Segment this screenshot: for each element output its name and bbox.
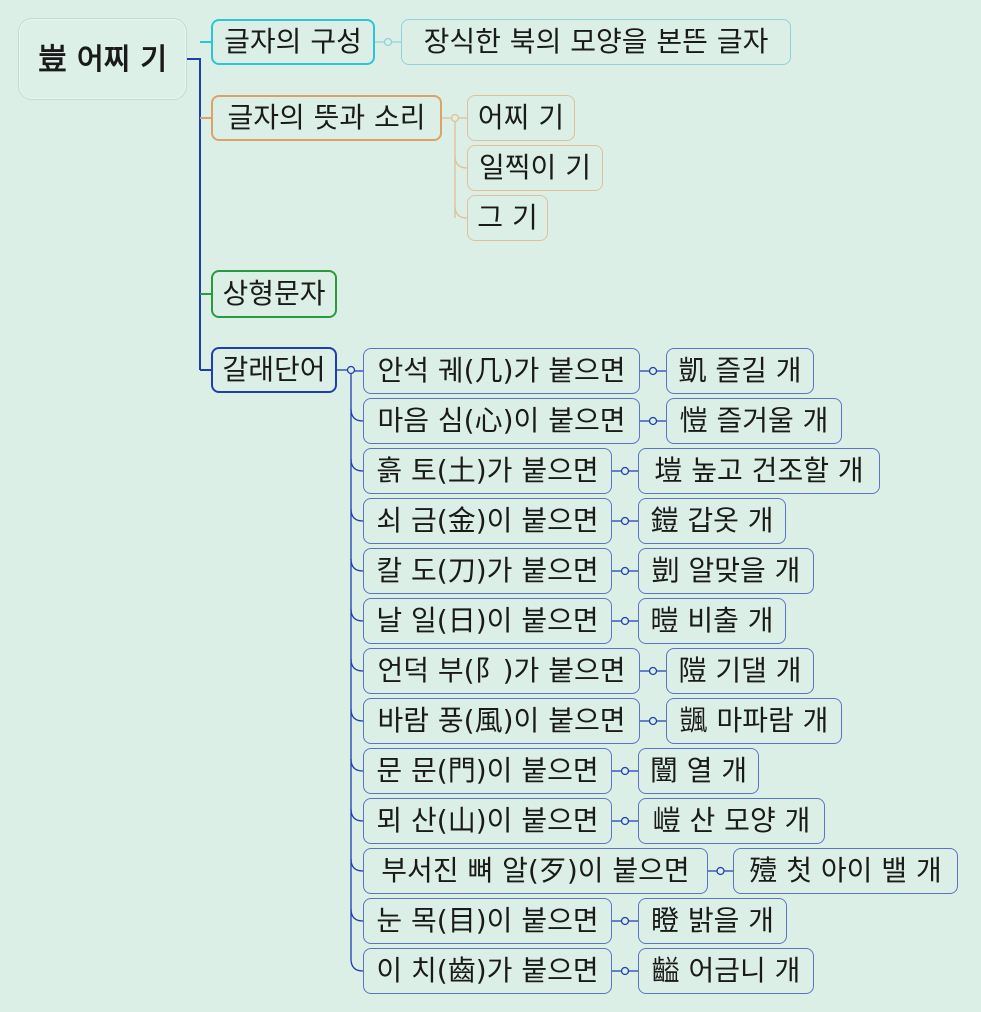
branch-structure[interactable]: 글자의 구성 xyxy=(211,19,375,65)
derived-character[interactable]: 颽 마파람 개 xyxy=(666,698,842,744)
radical-condition[interactable]: 문 문(門)이 붙으면 xyxy=(363,748,612,794)
radical-link xyxy=(350,708,364,722)
radical-condition[interactable]: 안석 궤(几)가 붙으면 xyxy=(363,348,640,394)
branch-type[interactable]: 상형문자 xyxy=(211,270,337,318)
word-link-dot xyxy=(620,516,630,526)
branch-meaning[interactable]: 글자의 뜻과 소리 xyxy=(211,95,442,141)
word-link-dot xyxy=(620,616,630,626)
radical-link xyxy=(350,458,364,472)
word-link-dot xyxy=(620,766,630,776)
radical-link xyxy=(350,558,364,572)
radical-link xyxy=(350,658,364,672)
derived-character[interactable]: 剴 알맞을 개 xyxy=(638,548,814,594)
word-link-dot xyxy=(620,816,630,826)
radical-condition[interactable]: 언덕 부(阝)가 붙으면 xyxy=(363,648,640,694)
radical-link xyxy=(350,408,364,422)
structure-description[interactable]: 장식한 북의 모양을 본뜬 글자 xyxy=(401,19,791,65)
derived-character[interactable]: 齸 어금니 개 xyxy=(638,948,814,994)
derived-character[interactable]: 鎧 갑옷 개 xyxy=(638,498,786,544)
word-link-dot xyxy=(648,716,658,726)
meaning-item[interactable]: 어찌 기 xyxy=(467,95,575,141)
radical-condition[interactable]: 바람 풍(風)이 붙으면 xyxy=(363,698,640,744)
derived-character[interactable]: 塏 높고 건조할 개 xyxy=(638,448,880,494)
radical-link xyxy=(350,808,364,822)
radical-link xyxy=(350,908,364,922)
derived-character[interactable]: 嵦 산 모양 개 xyxy=(638,798,825,844)
meaning-child-link xyxy=(454,205,468,219)
radical-condition[interactable]: 눈 목(目)이 붙으면 xyxy=(363,898,612,944)
radical-condition[interactable]: 부서진 뼈 알(歹)이 붙으면 xyxy=(363,848,708,894)
derived-character[interactable]: 愷 즐거울 개 xyxy=(666,398,842,444)
word-link-dot xyxy=(648,366,658,376)
root-node[interactable]: 豈 어찌 기 xyxy=(18,18,187,100)
meaning-child-link xyxy=(454,155,468,169)
radical-condition[interactable]: 이 치(齒)가 붙으면 xyxy=(363,948,612,994)
derived-character[interactable]: 瞪 밝을 개 xyxy=(638,898,787,944)
meaning-item[interactable]: 일찍이 기 xyxy=(467,145,603,191)
branch-derived[interactable]: 갈래단어 xyxy=(211,347,337,393)
word-link-dot xyxy=(620,566,630,576)
word-link-dot xyxy=(648,416,658,426)
derived-character[interactable]: 闓 열 개 xyxy=(638,748,759,794)
radical-condition[interactable]: 뫼 산(山)이 붙으면 xyxy=(363,798,612,844)
derived-dot xyxy=(346,365,356,375)
word-link-dot xyxy=(716,866,725,876)
derived-character[interactable]: 暟 비출 개 xyxy=(638,598,786,644)
meaning-item[interactable]: 그 기 xyxy=(467,195,548,241)
radical-condition[interactable]: 흙 토(土)가 붙으면 xyxy=(363,448,612,494)
derived-character[interactable]: 凱 즐길 개 xyxy=(666,348,814,394)
word-link-dot xyxy=(648,666,658,676)
radical-condition[interactable]: 날 일(日)이 붙으면 xyxy=(363,598,612,644)
meaning-dot xyxy=(450,113,460,123)
word-link-dot xyxy=(620,466,630,476)
radical-link xyxy=(350,958,364,972)
word-link-dot xyxy=(620,966,630,976)
radical-link xyxy=(350,608,364,622)
derived-character[interactable]: 隑 기댈 개 xyxy=(666,648,814,694)
radical-link xyxy=(350,858,364,872)
word-link-dot xyxy=(620,916,630,926)
radical-condition[interactable]: 마음 심(心)이 붙으면 xyxy=(363,398,640,444)
root-trunk-line xyxy=(187,58,201,370)
radical-link xyxy=(350,508,364,522)
radical-condition[interactable]: 쇠 금(金)이 붙으면 xyxy=(363,498,612,544)
structure-dot xyxy=(383,37,393,47)
radical-link xyxy=(350,758,364,772)
derived-character[interactable]: 殪 첫 아이 밸 개 xyxy=(733,848,958,894)
radical-condition[interactable]: 칼 도(刀)가 붙으면 xyxy=(363,548,612,594)
